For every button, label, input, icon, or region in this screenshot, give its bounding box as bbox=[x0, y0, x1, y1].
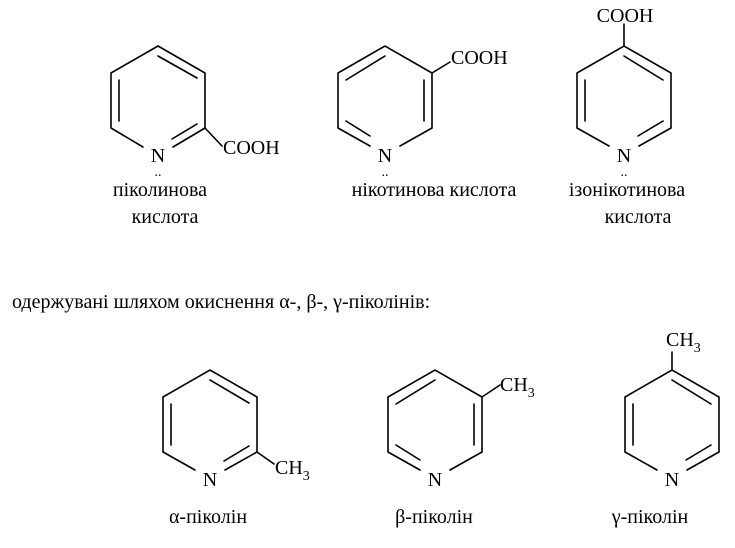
substituent-bond bbox=[204, 127, 223, 147]
ring-double-bond bbox=[171, 123, 198, 140]
pyridine-ring bbox=[387, 369, 483, 471]
pyridine-ring bbox=[624, 369, 720, 471]
ring-double-bond bbox=[637, 120, 664, 137]
pyridine-ring bbox=[162, 369, 258, 471]
methyl-group-label: CH3 bbox=[275, 457, 310, 484]
methyl-subscript: 3 bbox=[528, 386, 535, 401]
ring-double-bond bbox=[623, 55, 664, 81]
nitrogen-atom: N bbox=[378, 145, 392, 167]
pyridine-ring bbox=[110, 45, 206, 148]
ring-double-bond bbox=[209, 379, 250, 404]
methyl-group-label: CH3 bbox=[666, 329, 701, 356]
methyl-main-text: CH bbox=[500, 374, 528, 396]
alpha-picoline-structure: N CH3 α-піколін bbox=[162, 369, 310, 528]
methyl-group-label: CH3 bbox=[500, 374, 535, 401]
isonicotinic-acid-structure: COOH N .. ізонікотинова кислота bbox=[569, 5, 685, 228]
nitrogen-atom: N bbox=[617, 145, 631, 167]
substituent-bond bbox=[431, 61, 451, 74]
ring-double-bond bbox=[395, 379, 436, 405]
ring-double-bond bbox=[395, 444, 421, 461]
ring-bond bbox=[576, 45, 672, 147]
ring-double-bond bbox=[223, 445, 250, 462]
beta-picoline-structure: N CH3 β-піколін bbox=[387, 369, 535, 528]
picolinic-acid-structure: N .. COOH піколинова кислота bbox=[110, 45, 280, 228]
molecule-caption-line-1: нікотинова кислота bbox=[352, 179, 517, 201]
nitrogen-atom: N bbox=[428, 469, 442, 491]
ring-bond bbox=[162, 369, 258, 471]
nicotinic-acid-structure: N .. COOH нікотинова кислота bbox=[337, 45, 517, 201]
ring-bond bbox=[387, 369, 483, 471]
nitrogen-atom: N bbox=[203, 469, 217, 491]
carboxyl-group-label: COOH bbox=[451, 47, 508, 69]
oxidation-sentence: одержувані шляхом окиснення α-, β-, γ-пі… bbox=[12, 291, 430, 313]
nitrogen-atom: N bbox=[665, 469, 679, 491]
molecule-caption-line-2: кислота bbox=[605, 206, 672, 228]
lone-pair-dots: .. bbox=[621, 165, 628, 180]
ring-double-bond bbox=[685, 444, 712, 461]
molecule-caption-line-1: піколинова bbox=[113, 179, 207, 201]
substituent-bond bbox=[481, 384, 501, 398]
methyl-main-text: CH bbox=[666, 329, 694, 351]
molecule-caption-line-1: α-піколін bbox=[169, 506, 247, 528]
ring-bond bbox=[172, 127, 206, 148]
methyl-subscript: 3 bbox=[694, 341, 701, 356]
ring-bond bbox=[337, 45, 433, 147]
lone-pair-dots: .. bbox=[155, 165, 162, 180]
ring-bond bbox=[157, 45, 206, 129]
molecule-caption-line-1: β-піколін bbox=[395, 506, 473, 528]
nitrogen-atom: N bbox=[151, 145, 165, 167]
pyridine-ring bbox=[337, 45, 433, 147]
gamma-picoline-structure: CH3 N γ-піколін bbox=[611, 329, 720, 528]
molecule-caption-line-1: γ-піколін bbox=[611, 506, 689, 528]
ring-double-bond bbox=[157, 55, 198, 79]
ring-double-bond bbox=[671, 379, 712, 405]
carboxyl-group-label: COOH bbox=[223, 137, 280, 159]
ring-bond bbox=[110, 45, 159, 148]
methyl-main-text: CH bbox=[275, 457, 303, 479]
methyl-subscript: 3 bbox=[303, 469, 310, 484]
molecule-caption-line-2: кислота bbox=[132, 206, 199, 228]
ring-double-bond bbox=[345, 55, 386, 81]
molecule-caption-line-1: ізонікотинова bbox=[569, 179, 685, 201]
ring-bond bbox=[624, 369, 720, 471]
ring-double-bond bbox=[345, 120, 371, 137]
carboxyl-group-label: COOH bbox=[597, 5, 654, 27]
lone-pair-dots: .. bbox=[382, 165, 389, 180]
pyridine-ring bbox=[576, 45, 672, 147]
substituent-bond bbox=[256, 451, 275, 465]
